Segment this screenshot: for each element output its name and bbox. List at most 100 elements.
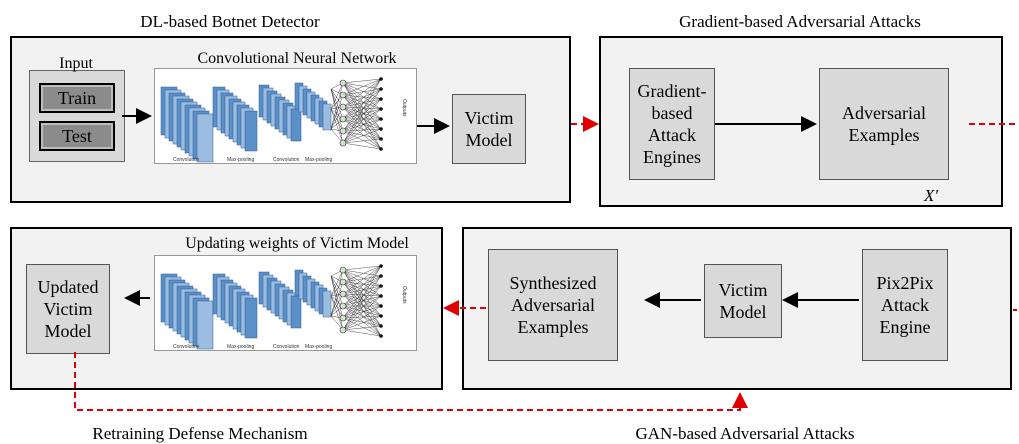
cnn-layer-label: Max-pooling <box>227 157 254 163</box>
cnn-connection <box>342 265 382 319</box>
cnn-connection <box>342 269 382 287</box>
cnn-connection <box>342 275 382 331</box>
cnn-output-node <box>379 97 383 101</box>
cnn-connection <box>342 265 382 295</box>
cnn-output-node <box>379 314 383 318</box>
cnn-layer-label: Max-pooling <box>305 344 332 350</box>
cnn-connection <box>330 88 344 120</box>
cnn-connection <box>342 108 382 132</box>
cnn-layer-label: Convolution <box>173 344 200 350</box>
cnn-title-bottom: Updating weights of Victim Model <box>185 235 409 252</box>
cnn-connection <box>330 106 344 130</box>
cnn-connection <box>342 88 382 132</box>
cnn-connection <box>342 88 382 144</box>
cnn-connection <box>342 293 382 297</box>
cnn-output-node <box>379 304 383 308</box>
cnn-connection <box>342 293 382 307</box>
cnn-node <box>339 79 347 87</box>
cnn-connection <box>342 78 382 108</box>
cnn-output-node <box>379 294 383 298</box>
cnn-connection <box>342 269 382 317</box>
cnn-connection <box>342 275 382 307</box>
cnn-feature-map <box>322 103 332 131</box>
cnn-connection <box>342 265 382 283</box>
cnn-connection <box>342 265 382 271</box>
cnn-connection <box>342 285 382 331</box>
cnn-connection <box>342 295 382 319</box>
cnn-connection <box>342 94 382 120</box>
cnn-connection <box>342 82 382 130</box>
cnn-connection <box>330 88 344 144</box>
cnn-connection <box>342 325 382 331</box>
cnn-node <box>339 115 347 123</box>
cnn-connection <box>342 88 382 108</box>
input-label: Input <box>59 55 93 72</box>
cnn-node <box>339 266 347 274</box>
cnn-output-node <box>379 274 383 278</box>
cnn-connection <box>342 108 382 120</box>
cnn-connection <box>330 88 344 108</box>
cnn-connection <box>342 78 382 132</box>
cnn-connection <box>342 98 382 132</box>
cnn-connection <box>342 118 382 130</box>
cnn-node <box>339 91 347 99</box>
cnn-connection <box>342 78 382 144</box>
cnn-connection <box>342 281 382 297</box>
cnn-node <box>339 278 347 286</box>
cnn-connection <box>342 108 382 144</box>
train-button[interactable]: Train <box>39 83 115 113</box>
cnn-connection <box>342 265 382 307</box>
cnn-output-node <box>379 137 383 141</box>
cnn-connection <box>330 82 344 110</box>
cnn-connection <box>342 82 382 110</box>
cnn-connection <box>330 269 344 297</box>
cnn-connection <box>342 305 382 331</box>
retrain-feedback-path <box>74 352 748 411</box>
cnn-connection <box>330 281 344 317</box>
cnn-connection <box>330 275 344 295</box>
detector-title: DL-based Botnet Detector <box>140 12 320 31</box>
cnn-connection <box>330 295 344 319</box>
cnn-connection <box>342 329 382 337</box>
cnn-connection <box>342 285 382 319</box>
synthesized-examples-box: Synthesized Adversarial Examples <box>488 249 618 361</box>
cnn-node <box>339 127 347 135</box>
gan-panel: Synthesized Adversarial Examples Victim … <box>462 227 1012 390</box>
x-prime-label: X′ <box>923 186 939 205</box>
cnn-connection <box>342 106 382 130</box>
cnn-feature-map <box>322 290 332 318</box>
gradient-title: Gradient-based Adversarial Attacks <box>679 12 921 31</box>
cnn-output-node <box>379 87 383 91</box>
cnn-connection <box>342 94 382 130</box>
cnn-connection <box>330 275 344 319</box>
cnn-connection <box>342 275 382 295</box>
cnn-connection <box>330 108 344 144</box>
cnn-connection <box>342 98 382 144</box>
cnn-connection <box>330 108 344 132</box>
cnn-connection <box>342 269 382 307</box>
cnn-connection <box>342 106 382 120</box>
cnn-connection <box>342 285 382 295</box>
cnn-connection <box>342 295 382 307</box>
cnn-output-label: Outputs <box>401 286 407 304</box>
cnn-connection <box>330 82 344 130</box>
test-button[interactable]: Test <box>39 121 115 151</box>
updated-victim-model-box: Updated Victim Model <box>26 264 110 354</box>
cnn-output-node <box>379 334 383 338</box>
cnn-connection <box>342 315 382 319</box>
cnn-connection <box>342 118 382 144</box>
cnn-connection <box>342 285 382 307</box>
detector-panel: Input Train Test Convolutional Neural Ne… <box>10 36 571 203</box>
cnn-connection <box>342 315 382 331</box>
cnn-connection <box>342 305 382 317</box>
adversarial-examples-box: Adversarial Examples <box>819 68 949 180</box>
cnn-connection <box>330 275 344 307</box>
cnn-connection <box>342 138 382 144</box>
cnn-connection <box>342 98 382 120</box>
cnn-connection <box>342 281 382 317</box>
victim-model-box-gan: Victim Model <box>704 264 782 338</box>
